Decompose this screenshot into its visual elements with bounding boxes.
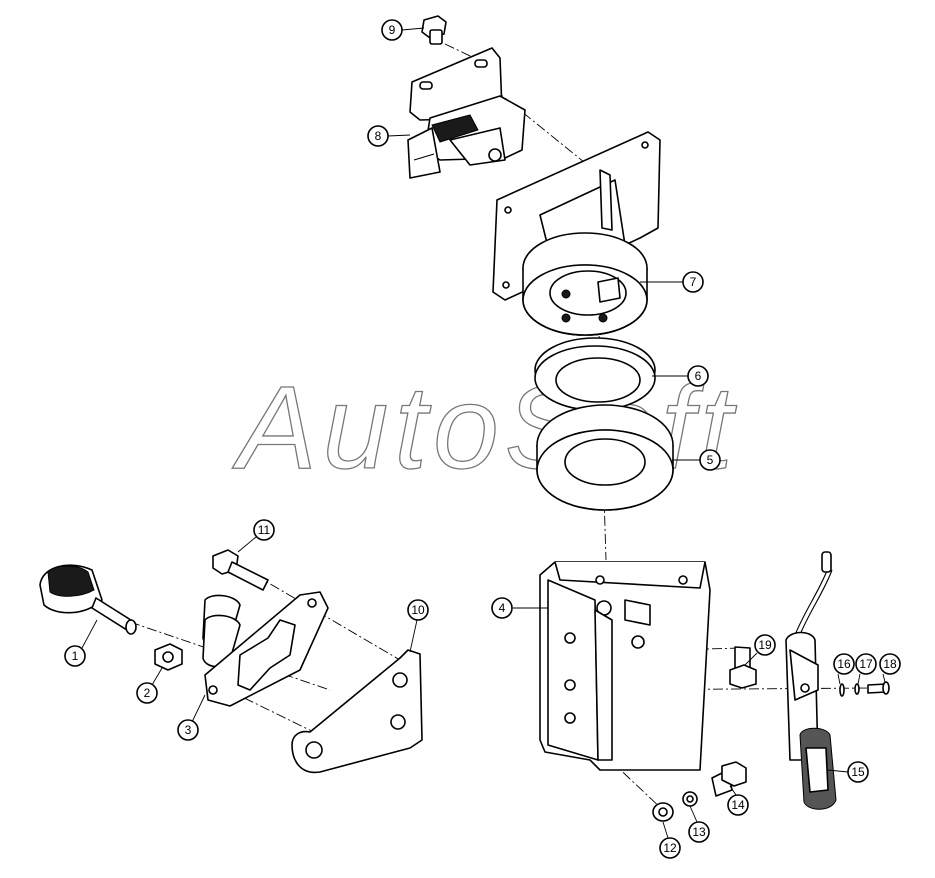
svg-text:12: 12 bbox=[663, 841, 677, 855]
svg-text:9: 9 bbox=[389, 23, 396, 37]
part-3-bracket bbox=[202, 591, 329, 707]
part-13-lock-washer bbox=[682, 791, 698, 807]
part-11-bolt bbox=[212, 549, 269, 591]
part-14-bolt bbox=[711, 761, 747, 797]
callout-9: 9 bbox=[381, 19, 403, 41]
callout-18: 18 bbox=[879, 653, 901, 675]
part-8-latch bbox=[407, 47, 526, 179]
svg-text:15: 15 bbox=[851, 765, 865, 779]
svg-text:11: 11 bbox=[258, 523, 271, 537]
part-17-seal bbox=[854, 683, 860, 695]
callout-17: 17 bbox=[855, 653, 877, 675]
callout-6: 6 bbox=[687, 365, 709, 387]
svg-text:2: 2 bbox=[144, 686, 151, 700]
callout-8: 8 bbox=[367, 125, 389, 147]
svg-text:19: 19 bbox=[758, 638, 772, 652]
svg-text:5: 5 bbox=[707, 453, 714, 467]
part-16-washer bbox=[839, 683, 845, 697]
callout-2: 2 bbox=[136, 682, 158, 704]
callout-1: 1 bbox=[64, 645, 86, 667]
svg-text:17: 17 bbox=[859, 657, 873, 671]
callout-13: 13 bbox=[688, 821, 710, 843]
part-9-bolt bbox=[421, 15, 447, 45]
callout-4: 4 bbox=[491, 597, 513, 619]
part-4-angle-bracket bbox=[539, 561, 711, 771]
callout-10: 10 bbox=[407, 599, 429, 621]
part-2-nut bbox=[154, 643, 183, 671]
callout-19: 19 bbox=[754, 634, 776, 656]
callout-16: 16 bbox=[833, 653, 855, 675]
part-18-screw bbox=[867, 681, 890, 695]
svg-text:13: 13 bbox=[692, 825, 706, 839]
part-19-bolt bbox=[729, 646, 757, 689]
part-10-plate bbox=[291, 649, 423, 774]
callout-14: 14 bbox=[727, 794, 749, 816]
svg-text:16: 16 bbox=[837, 657, 851, 671]
part-6-ring bbox=[534, 337, 656, 411]
part-7-mount-plate bbox=[492, 131, 661, 336]
svg-text:7: 7 bbox=[690, 275, 697, 289]
callout-15: 15 bbox=[847, 761, 869, 783]
callout-12: 12 bbox=[659, 837, 681, 859]
part-1-bumper bbox=[39, 564, 137, 635]
part-12-washer bbox=[652, 802, 674, 822]
svg-text:3: 3 bbox=[185, 723, 192, 737]
svg-text:4: 4 bbox=[499, 601, 506, 615]
svg-text:10: 10 bbox=[411, 603, 425, 617]
svg-text:1: 1 bbox=[72, 649, 79, 663]
callout-5: 5 bbox=[699, 449, 721, 471]
svg-text:14: 14 bbox=[731, 798, 745, 812]
callout-3: 3 bbox=[177, 719, 199, 741]
svg-text:18: 18 bbox=[883, 657, 897, 671]
callout-leaders bbox=[81, 27, 886, 839]
part-15-sensor bbox=[785, 551, 837, 810]
callout-7: 7 bbox=[682, 271, 704, 293]
svg-text:6: 6 bbox=[695, 369, 702, 383]
callout-11: 11 bbox=[253, 519, 275, 541]
part-5-bushing bbox=[536, 404, 674, 511]
svg-text:8: 8 bbox=[375, 129, 382, 143]
